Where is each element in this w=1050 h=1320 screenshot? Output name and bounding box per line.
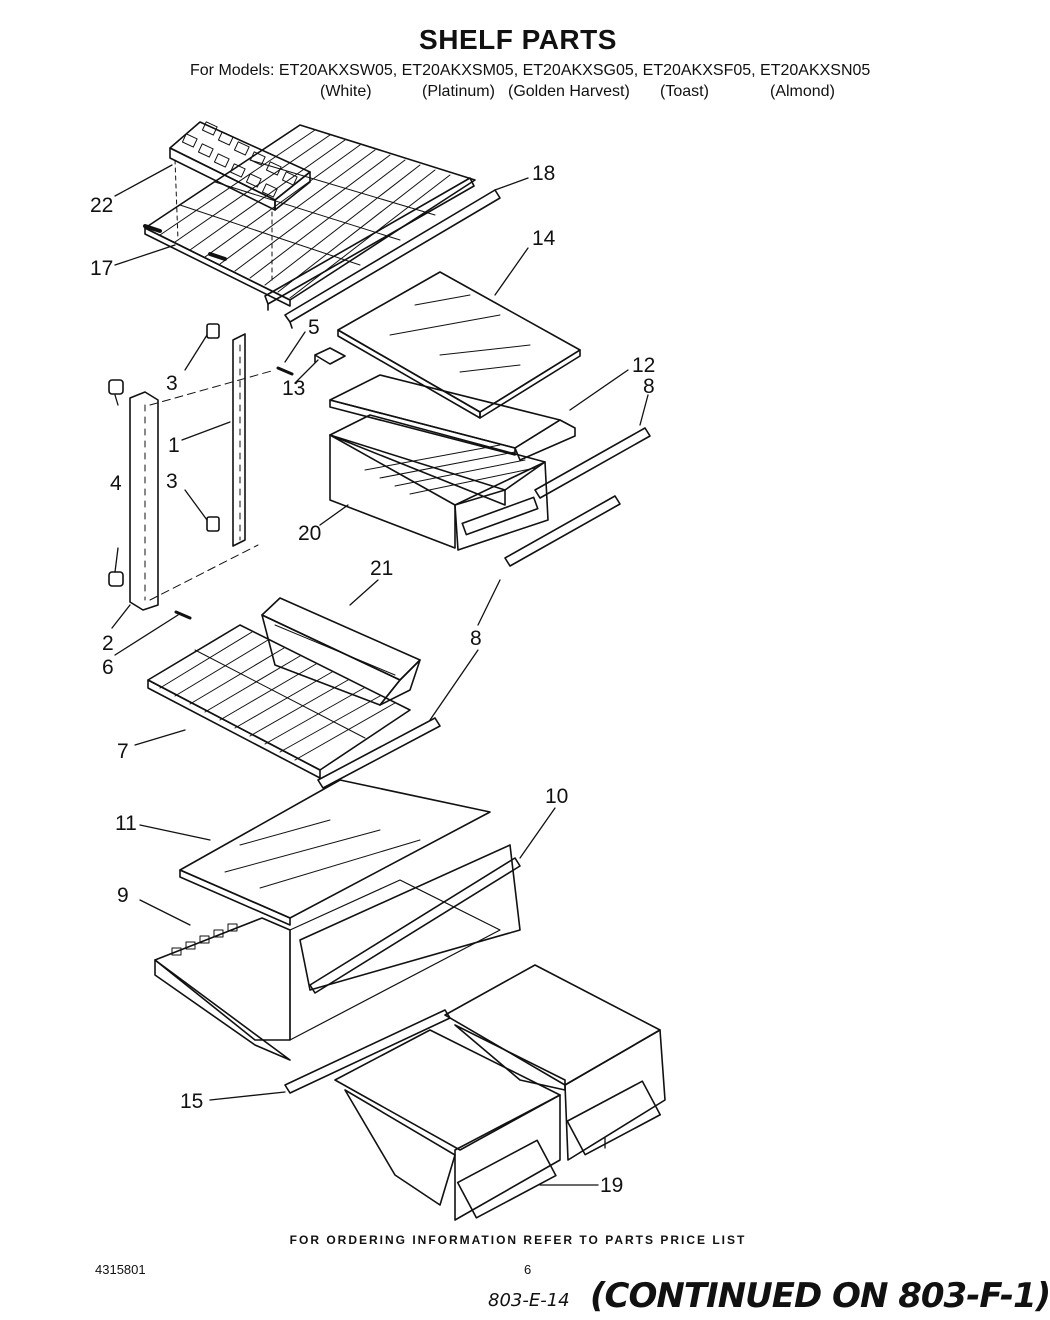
part-20-deli-pan (329, 414, 549, 551)
color-label-white: (White) (320, 83, 372, 100)
part-12-shelf-frame (329, 374, 576, 461)
callout-8-upper: 8 (643, 375, 655, 398)
color-label-platinum: (Platinum) (422, 83, 495, 100)
callout-12: 12 (632, 354, 655, 377)
callout-14: 14 (532, 227, 556, 250)
callout-4: 4 (110, 472, 122, 495)
part-8-rail-lower (317, 717, 441, 789)
part-8-rail-upper (504, 427, 651, 567)
callout-22: 22 (90, 194, 113, 217)
part-22-ice-tray (169, 121, 311, 281)
callout-10: 10 (545, 785, 568, 808)
callout-13: 13 (282, 377, 305, 400)
callout-11: 11 (115, 812, 137, 835)
page-number: 6 (524, 1262, 532, 1277)
part-10-cover-frame (299, 844, 521, 994)
part-9-crisper-cover (154, 879, 501, 1061)
part-11-glass-cover (179, 779, 491, 926)
callout-3-lower: 3 (166, 470, 178, 493)
part-5-screw (276, 366, 294, 376)
part-1-shelf-ladder (232, 333, 246, 547)
callout-5: 5 (308, 316, 320, 339)
callout-1: 1 (168, 434, 180, 457)
callout-2: 2 (102, 632, 114, 655)
callout-17: 17 (90, 257, 113, 280)
callout-9: 9 (117, 884, 129, 907)
color-label-almond: (Almond) (770, 83, 835, 100)
leader-lines (111, 164, 649, 1186)
part-14-glass-shelf (337, 271, 581, 419)
callout-7: 7 (117, 740, 129, 763)
callout-3-upper: 3 (166, 372, 178, 395)
part-19-crisper-drawer-left (334, 1029, 561, 1221)
callout-20: 20 (298, 522, 321, 545)
part-2-shelf-ladder (129, 391, 159, 611)
part-7-wire-shelf (147, 624, 411, 779)
part-4-cap-upper (108, 379, 124, 395)
part-18-shelf-trim (264, 177, 501, 329)
callout-15: 15 (180, 1090, 203, 1113)
callout-19: 19 (600, 1174, 623, 1197)
part-3-clip-upper (206, 323, 220, 339)
part-4-cap-lower (108, 571, 124, 587)
color-label-toast: (Toast) (660, 83, 709, 100)
callout-18: 18 (532, 162, 555, 185)
part-3-clip-lower (206, 516, 220, 532)
color-label-golden-harvest: (Golden Harvest) (508, 83, 630, 100)
callout-8-lower: 8 (470, 627, 482, 650)
callout-6: 6 (102, 656, 114, 679)
models-line: For Models: ET20AKXSW05, ET20AKXSM05, ET… (190, 62, 871, 79)
part-21-bin (261, 597, 421, 706)
catalog-number: 4315801 (95, 1262, 146, 1277)
part-17-wire-shelf (143, 124, 476, 307)
part-6-screw (174, 610, 192, 620)
part-13-slide (314, 347, 346, 365)
continued-note: (CONTINUED ON 803-F-1) (590, 1276, 1050, 1316)
callout-21: 21 (370, 557, 393, 580)
handwritten-reference: 803-E-14 (488, 1290, 570, 1311)
alignment-lines (149, 369, 276, 601)
part-15-rail (284, 1009, 451, 1094)
page-title: SHELF PARTS (419, 24, 617, 55)
part-19-crisper-drawer-right (444, 964, 666, 1161)
ordering-note: FOR ORDERING INFORMATION REFER TO PARTS … (289, 1233, 747, 1247)
